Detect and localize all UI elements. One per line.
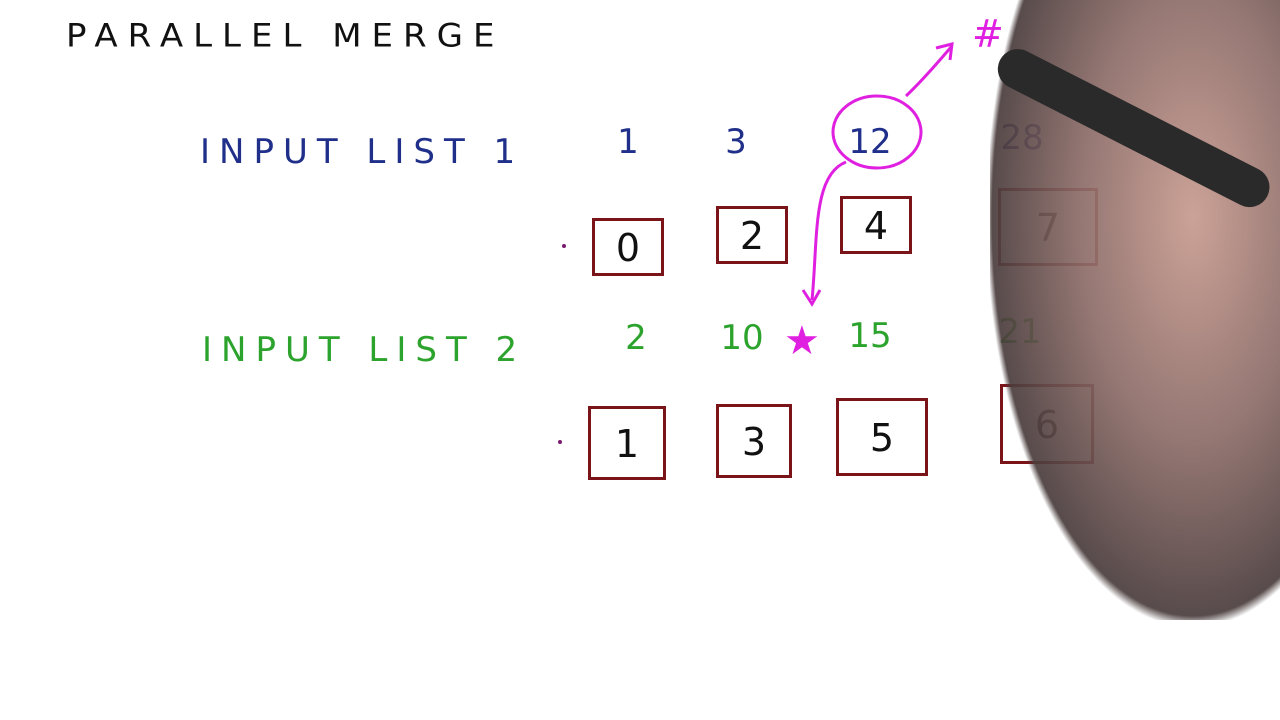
list1-index-box: 0 — [592, 218, 664, 276]
list2-value: 15 — [848, 316, 892, 356]
highlight-circle — [831, 94, 923, 170]
title: PARALLEL MERGE — [66, 17, 505, 55]
list2-value: 2 — [625, 318, 647, 358]
list2-index-box: 3 — [716, 404, 792, 478]
list2-index-box: 1 — [588, 406, 666, 480]
list2-marker-dot — [558, 440, 562, 444]
arrow-down-head — [801, 289, 822, 307]
list1-index-box: 2 — [716, 206, 788, 264]
input-list-2-label: INPUT LIST 2 — [202, 330, 527, 370]
list1-value-highlighted: 12 — [848, 122, 892, 162]
list1-index-box: 4 — [840, 196, 912, 254]
list2-index-box: 5 — [836, 398, 928, 476]
input-list-1-label: INPUT LIST 1 — [200, 132, 525, 172]
list1-value: 1 — [617, 122, 639, 162]
list1-marker-dot — [562, 244, 566, 248]
presenter-hand — [990, 0, 1280, 620]
arrow-down-stroke — [810, 160, 847, 301]
arrow-up-head — [935, 42, 954, 61]
arrow-up-stroke — [904, 45, 954, 98]
star-marker: ★ — [784, 318, 820, 364]
list1-value: 3 — [725, 122, 747, 162]
list2-value: 10 — [720, 318, 764, 358]
